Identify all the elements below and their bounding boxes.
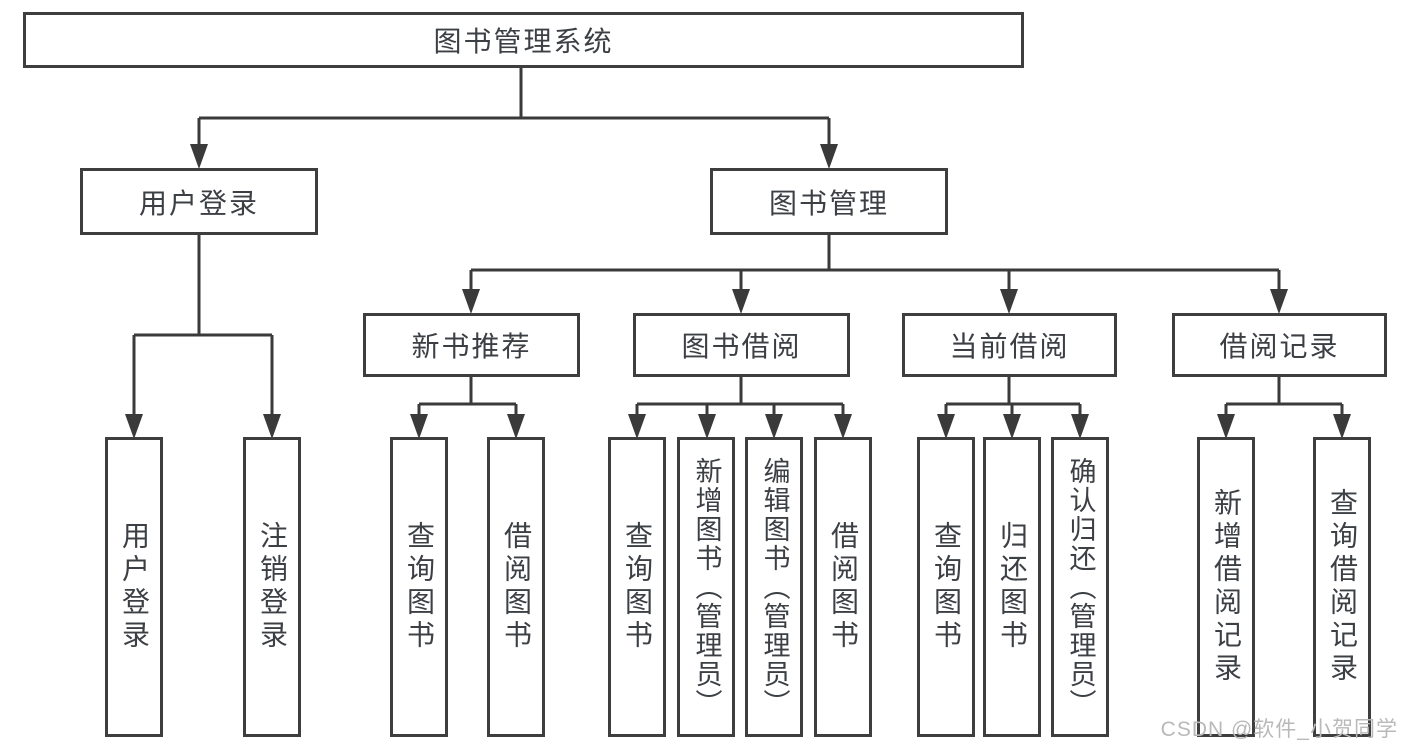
leaf-cb-query-books: 查询图书	[917, 437, 975, 737]
leaf-br-query-record: 查询借阅记录	[1313, 437, 1371, 737]
node-borrow-records: 借阅记录	[1172, 313, 1387, 377]
leaf-bb-add-books-label: 新增图书（管理员）	[691, 456, 722, 718]
leaf-bb-edit-books-label: 编辑图书（管理员）	[759, 456, 790, 718]
leaf-bb-borrow-books: 借阅图书	[814, 437, 872, 737]
leaf-logout: 注销登录	[243, 437, 301, 737]
leaf-br-query-record-label: 查询借阅记录	[1327, 488, 1358, 686]
node-current-borrow-label: 当前借阅	[949, 331, 1070, 362]
leaf-bb-edit-books: 编辑图书（管理员）	[745, 437, 803, 737]
node-root: 图书管理系统	[23, 12, 1024, 68]
leaf-cb-return-books-label: 归还图书	[997, 521, 1028, 653]
leaf-br-add-record: 新增借阅记录	[1197, 437, 1255, 737]
node-book-management-label: 图书管理	[768, 187, 889, 219]
node-book-borrow: 图书借阅	[633, 313, 850, 377]
watermark: CSDN @软件_小贺同学	[1160, 718, 1398, 741]
leaf-bb-query-books-label: 查询图书	[622, 521, 653, 653]
node-root-label: 图书管理系统	[433, 26, 614, 57]
leaf-br-add-record-label: 新增借阅记录	[1211, 488, 1242, 686]
leaf-bb-add-books: 新增图书（管理员）	[677, 437, 735, 737]
node-user-login-label: 用户登录	[138, 187, 259, 219]
node-book-management: 图书管理	[710, 168, 948, 235]
leaf-logout-label: 注销登录	[257, 521, 288, 653]
leaf-nbr-query-books-label: 查询图书	[404, 521, 435, 653]
node-borrow-records-label: 借阅记录	[1219, 331, 1340, 362]
leaf-bb-query-books: 查询图书	[608, 437, 666, 737]
leaf-bb-borrow-books-label: 借阅图书	[828, 521, 859, 653]
leaf-cb-confirm-return-label: 确认归还（管理员）	[1065, 456, 1096, 718]
node-user-login: 用户登录	[80, 168, 318, 235]
leaf-user-login: 用户登录	[105, 437, 163, 737]
leaf-nbr-query-books: 查询图书	[390, 437, 448, 737]
leaf-nbr-borrow-books-label: 借阅图书	[501, 521, 532, 653]
leaf-cb-query-books-label: 查询图书	[931, 521, 962, 653]
leaf-cb-return-books: 归还图书	[983, 437, 1041, 737]
node-new-book-recommend: 新书推荐	[363, 313, 580, 377]
leaf-user-login-label: 用户登录	[119, 521, 150, 653]
node-book-borrow-label: 图书借阅	[681, 331, 802, 362]
leaf-nbr-borrow-books: 借阅图书	[487, 437, 545, 737]
node-new-book-recommend-label: 新书推荐	[411, 331, 532, 362]
leaf-cb-confirm-return: 确认归还（管理员）	[1051, 437, 1109, 737]
node-current-borrow: 当前借阅	[902, 313, 1117, 377]
